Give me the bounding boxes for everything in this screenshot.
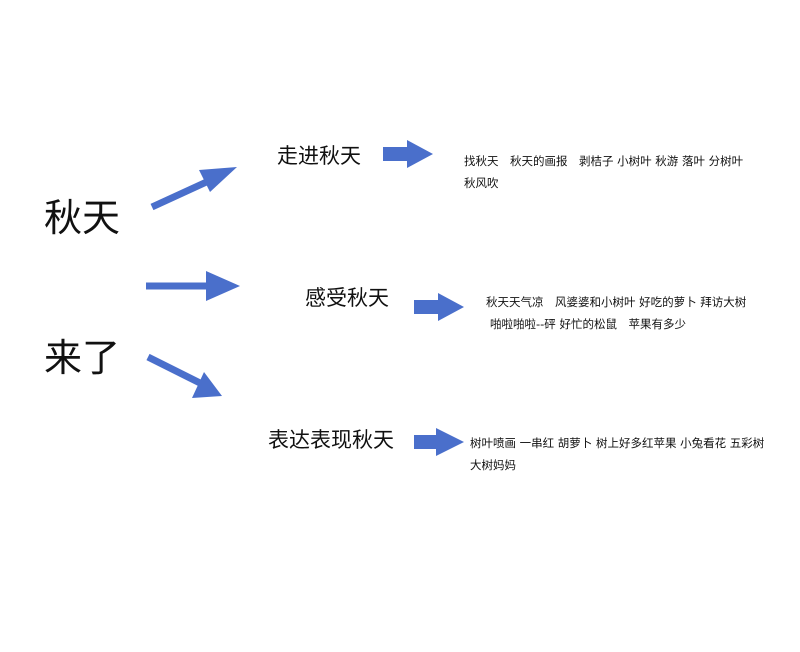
arrow-branch-2-to-lessons xyxy=(414,293,464,321)
lesson-list-2-line1: 秋天天气凉 风婆婆和小树叶 好吃的萝卜 拜访大树 xyxy=(486,295,747,309)
arrow-branch-3-to-lessons xyxy=(414,428,464,456)
lesson-list-2: 秋天天气凉 风婆婆和小树叶 好吃的萝卜 拜访大树 啪啦啪啦--砰 好忙的松鼠 苹… xyxy=(486,291,796,335)
lesson-list-1: 找秋天 秋天的画报 剥桔子 小树叶 秋游 落叶 分树叶 秋风吹 xyxy=(464,150,794,194)
branch-title-3: 表达表现秋天 xyxy=(268,428,394,452)
arrow-to-branch-2 xyxy=(146,271,240,301)
arrow-to-branch-3 xyxy=(146,353,222,398)
lesson-list-3: 树叶喷画 一串红 胡萝卜 树上好多红苹果 小兔看花 五彩树 大树妈妈 xyxy=(470,432,796,476)
root-title-line1: 秋天 xyxy=(44,196,121,240)
lesson-list-3-line1: 树叶喷画 一串红 胡萝卜 树上好多红苹果 小兔看花 五彩树 xyxy=(470,436,765,450)
arrow-branch-1-to-lessons xyxy=(383,140,433,168)
lesson-list-1-line1: 找秋天 秋天的画报 剥桔子 小树叶 秋游 落叶 分树叶 xyxy=(464,154,744,168)
branch-title-2: 感受秋天 xyxy=(305,286,389,310)
root-title-line2: 来了 xyxy=(44,336,121,380)
lesson-list-3-line2: 大树妈妈 xyxy=(470,458,516,472)
arrow-to-branch-1 xyxy=(150,167,237,211)
branch-title-1: 走进秋天 xyxy=(277,144,361,168)
lesson-list-1-line2: 秋风吹 xyxy=(464,176,499,190)
lesson-list-2-line2: 啪啦啪啦--砰 好忙的松鼠 苹果有多少 xyxy=(490,317,686,331)
